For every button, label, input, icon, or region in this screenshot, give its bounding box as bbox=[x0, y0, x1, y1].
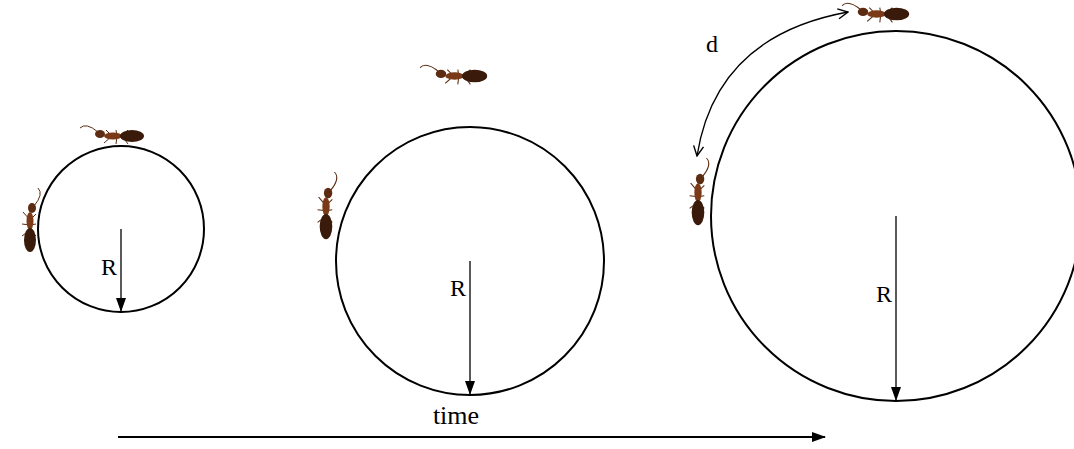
time-arrow bbox=[118, 436, 825, 438]
circle-outline bbox=[37, 145, 205, 313]
ant bbox=[80, 126, 144, 144]
distance-arc bbox=[697, 12, 848, 156]
axis-label: time bbox=[431, 403, 481, 429]
ant bbox=[318, 172, 337, 239]
radius-label: R bbox=[450, 276, 466, 300]
radius-label: R bbox=[876, 282, 892, 306]
circle-outline bbox=[335, 126, 605, 396]
radius-label: R bbox=[101, 255, 117, 279]
circle-outline bbox=[710, 30, 1074, 402]
circle-node: R bbox=[710, 30, 1074, 402]
radius-arrow bbox=[469, 261, 470, 394]
radius-arrow bbox=[120, 229, 121, 311]
circle-node: R bbox=[37, 145, 205, 313]
circle-node: R bbox=[335, 126, 605, 396]
ant bbox=[420, 65, 487, 84]
ant bbox=[842, 3, 909, 22]
ant bbox=[690, 158, 709, 225]
distance-label: d bbox=[704, 32, 720, 56]
radius-arrow bbox=[895, 216, 896, 400]
